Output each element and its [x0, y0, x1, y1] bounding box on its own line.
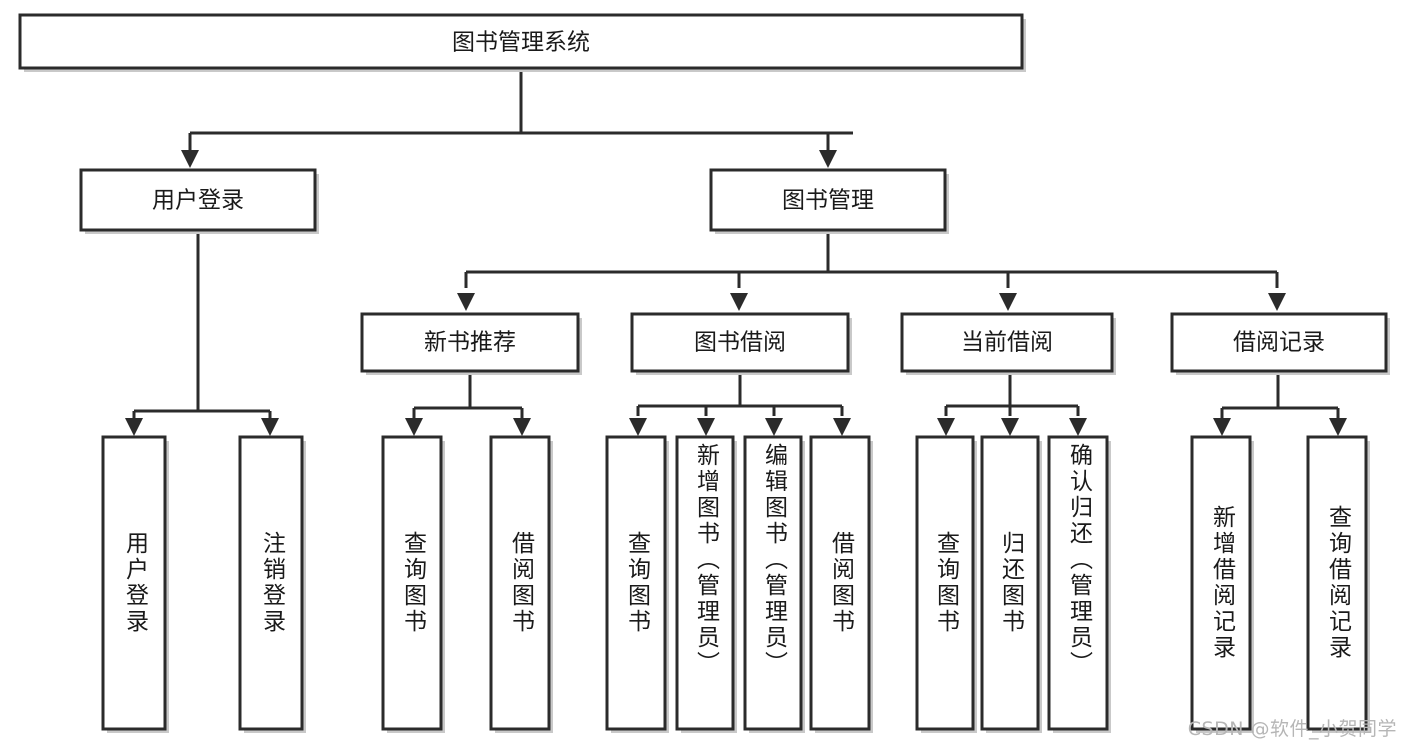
arrow-to-new-book-recommend — [457, 293, 475, 311]
node-leaf-query-book-2[interactable] — [605, 435, 669, 733]
csdn-watermark: CSDN @软件_小贺同学 — [1187, 718, 1397, 740]
arrow-to-book-borrow — [730, 293, 748, 311]
arrow-to-book-management — [819, 150, 837, 168]
node-leaf-confirm-return[interactable] — [1047, 435, 1111, 733]
node-root-label: 图书管理系统 — [452, 30, 590, 56]
node-user-login-label: 用户登录 — [152, 188, 244, 214]
node-leaf-logout[interactable] — [238, 435, 306, 733]
node-book-management-label: 图书管理 — [782, 188, 874, 214]
arrow-to-leaf-query-record — [1329, 418, 1347, 436]
node-leaf-edit-book[interactable] — [743, 435, 805, 733]
arrow-to-current-borrow — [999, 293, 1017, 311]
arrow-to-leaf-borrow-book-1 — [513, 418, 531, 436]
arrow-to-user-login — [181, 150, 199, 168]
arrow-to-leaf-add-record — [1213, 418, 1231, 436]
edge-borrowrecord-bus — [1220, 373, 1340, 418]
node-leaf-return-book[interactable] — [980, 435, 1042, 733]
node-root[interactable]: 图书管理系统 — [18, 13, 1026, 72]
edge-bookmgmt-bus — [464, 233, 1279, 288]
node-current-borrow-label: 当前借阅 — [961, 330, 1053, 356]
node-book-management[interactable]: 图书管理 — [709, 168, 949, 234]
node-book-borrow[interactable]: 图书借阅 — [630, 312, 852, 375]
edge-userlogin-bus — [132, 233, 272, 420]
arrow-to-leaf-add-book — [697, 418, 715, 436]
node-new-book-recommend[interactable]: 新书推荐 — [360, 312, 582, 375]
edge-bookborrow-bus — [636, 373, 844, 416]
node-leaf-query-book-1[interactable] — [381, 435, 445, 733]
arrow-to-leaf-confirm-return — [1069, 418, 1087, 436]
node-leaf-user-login[interactable] — [101, 435, 169, 733]
arrow-to-leaf-borrow-book-2 — [833, 418, 851, 436]
node-current-borrow[interactable]: 当前借阅 — [900, 312, 1116, 375]
node-book-borrow-label: 图书借阅 — [694, 330, 786, 356]
node-user-login[interactable]: 用户登录 — [79, 168, 319, 234]
arrow-to-leaf-query-book-3 — [937, 418, 955, 436]
edge-newbook-bus — [412, 373, 524, 418]
arrow-to-leaf-logout — [261, 418, 279, 436]
node-borrow-record[interactable]: 借阅记录 — [1170, 312, 1390, 375]
arrow-to-leaf-user-login — [125, 418, 143, 436]
arrow-to-leaf-query-book-2 — [629, 418, 647, 436]
arrow-to-leaf-edit-book — [765, 418, 783, 436]
node-leaf-query-record[interactable] — [1306, 435, 1370, 733]
node-borrow-record-label: 借阅记录 — [1233, 330, 1325, 356]
node-new-book-recommend-label: 新书推荐 — [424, 330, 516, 356]
node-layer: 图书管理系统 用户登录 图书管理 新书推荐 — [18, 13, 1390, 733]
arrow-to-borrow-record — [1268, 293, 1286, 311]
edge-currentborrow-bus — [944, 373, 1080, 416]
node-leaf-borrow-book-1[interactable] — [489, 435, 553, 733]
arrow-to-leaf-return-book — [1001, 418, 1019, 436]
arrow-to-leaf-query-book-1 — [405, 418, 423, 436]
node-leaf-borrow-book-2[interactable] — [809, 435, 873, 733]
node-leaf-query-book-3[interactable] — [915, 435, 977, 733]
node-leaf-add-record[interactable] — [1190, 435, 1254, 733]
edge-root-bus — [188, 68, 853, 150]
connector-layer — [125, 68, 1347, 436]
node-leaf-add-book[interactable] — [675, 435, 737, 733]
